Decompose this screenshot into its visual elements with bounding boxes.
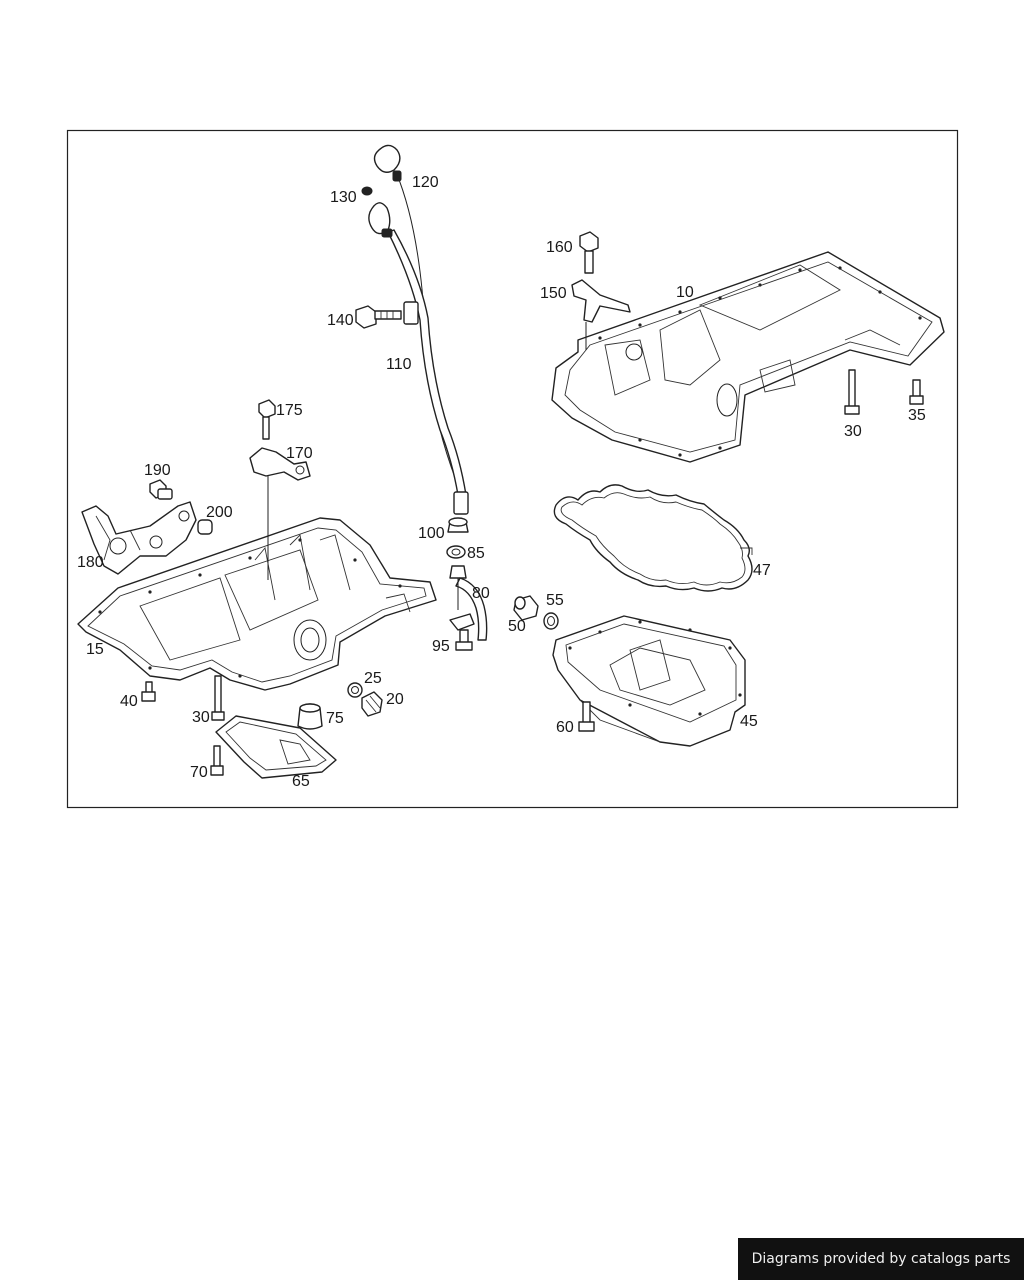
callout-80: 80 — [472, 585, 490, 602]
callout-170: 170 — [286, 445, 313, 462]
gasket-47 — [553, 484, 753, 592]
callout-20: 20 — [386, 691, 404, 708]
bracket-150 — [571, 279, 631, 350]
diagram-frame — [66, 129, 959, 809]
clip-bolt-95 — [449, 613, 475, 651]
callout-25: 25 — [364, 670, 382, 687]
callout-95: 95 — [432, 638, 450, 655]
callout-175: 175 — [276, 402, 303, 419]
diagram-credit-banner: Diagrams provided by catalogs parts — [738, 1238, 1024, 1280]
callout-30-left: 30 — [192, 709, 210, 726]
sensor-80 — [449, 565, 488, 641]
drain-plug-20 — [361, 691, 383, 717]
callout-55: 55 — [546, 592, 564, 609]
cover-65 — [215, 715, 337, 779]
callout-100: 100 — [418, 525, 445, 542]
cap-75 — [297, 703, 323, 730]
callout-150: 150 — [540, 285, 567, 302]
grommet-100 — [447, 517, 469, 533]
callout-35: 35 — [908, 407, 926, 424]
callout-65: 65 — [292, 773, 310, 790]
bolt-60 — [578, 701, 595, 732]
callout-70: 70 — [190, 764, 208, 781]
callout-50: 50 — [508, 618, 526, 635]
callout-47: 47 — [753, 562, 771, 579]
bolt-30-right — [844, 369, 860, 415]
bracket-170 — [249, 447, 311, 580]
callout-40: 40 — [120, 693, 138, 710]
callout-130: 130 — [330, 189, 357, 206]
callout-190: 190 — [144, 462, 171, 479]
bolt-30-left — [211, 675, 225, 721]
bolt-140 — [355, 305, 402, 329]
seal-ring-85 — [446, 545, 466, 559]
callout-30-right: 30 — [844, 423, 862, 440]
callout-10: 10 — [676, 284, 694, 301]
callout-60: 60 — [556, 719, 574, 736]
callout-140: 140 — [327, 312, 354, 329]
callout-45: 45 — [740, 713, 758, 730]
bolt-175 — [258, 399, 276, 440]
upper-oil-pan-15 — [77, 517, 437, 691]
bolt-190 — [149, 479, 173, 500]
callout-110: 110 — [386, 356, 412, 373]
callout-200: 200 — [206, 504, 233, 521]
bolt-160 — [579, 231, 599, 274]
callout-75: 75 — [326, 710, 344, 727]
callout-180: 180 — [77, 554, 104, 571]
engine-bracket-180 — [81, 501, 197, 575]
bolt-40 — [141, 681, 156, 702]
seal-ring-25 — [347, 682, 363, 698]
bolt-35 — [909, 379, 924, 405]
callout-160: 160 — [546, 239, 573, 256]
callout-labels: 10 15 20 25 30 30 35 40 45 47 50 55 60 6… — [77, 174, 926, 790]
plug-50 — [513, 595, 539, 621]
upper-oil-pan-10 — [551, 251, 945, 463]
guide-tube-110 — [368, 202, 469, 515]
callout-15: 15 — [86, 641, 104, 658]
callout-85: 85 — [467, 545, 485, 562]
seal-ring-55 — [543, 612, 559, 630]
bushing-200 — [197, 519, 213, 535]
callout-120: 120 — [412, 174, 439, 191]
bolt-70 — [210, 745, 224, 776]
o-ring-130 — [361, 186, 373, 196]
